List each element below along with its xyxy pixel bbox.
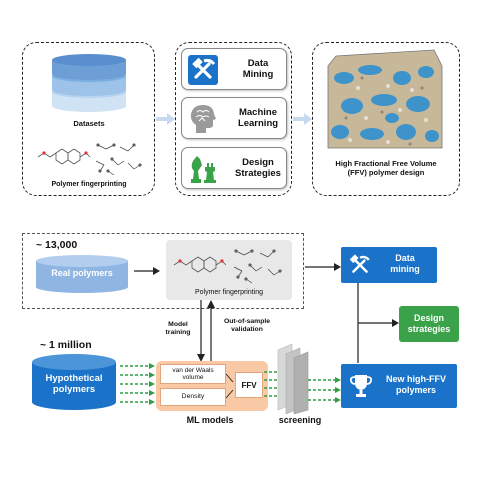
machine-learning-card-line1: Machine xyxy=(238,106,277,118)
database-stack-icon xyxy=(52,54,126,112)
polymer-molecule-image xyxy=(37,143,142,176)
hypothetical-polymers-label: Hypothetical polymers xyxy=(30,373,118,396)
flow-arrow xyxy=(156,113,175,125)
real-polymers-region xyxy=(22,233,304,309)
fingerprint-label: Polymer fingerprinting xyxy=(194,289,264,296)
oos-validation-line1: Out-of-sample xyxy=(223,318,271,325)
screening-label: screening xyxy=(278,415,322,425)
new-polymers-line2: polymers xyxy=(395,385,437,396)
oos-validation-line2: validation xyxy=(231,325,263,333)
training-validation-arrows xyxy=(197,300,215,362)
design-strategies-box-line2: strategies xyxy=(407,324,451,334)
method-panel xyxy=(175,42,292,196)
flow-arrow xyxy=(305,263,341,271)
flow-arrow xyxy=(293,113,312,125)
ffv-simulation-image xyxy=(327,49,443,149)
new-polymers-box: New high-FFV polymers xyxy=(341,364,457,408)
real-polymers-cylinder xyxy=(36,255,128,293)
ml-models-label: ML models xyxy=(186,415,234,425)
data-mining-box: Data mining xyxy=(341,247,437,283)
design-strategies-card-line1: Design xyxy=(242,156,274,168)
ffv-design-label-line1: High Fractional Free Volume xyxy=(335,159,437,168)
new-polymers-line1: New high-FFV xyxy=(386,374,446,384)
model-training-line1: Model xyxy=(168,321,188,328)
green-dashed-arrows-in xyxy=(120,363,155,405)
design-strategies-card-line2: Strategies xyxy=(235,168,281,179)
ffv-design-label-line2: (FFV) polymer design xyxy=(347,167,425,177)
hammer-pick-icon xyxy=(349,254,370,273)
model-training-line2: training xyxy=(165,328,191,336)
fingerprint-box xyxy=(166,240,292,300)
hypothetical-polymers-cylinder xyxy=(32,354,116,410)
real-count-label: ~ 13,000 xyxy=(36,239,78,251)
polymer-fingerprint-image xyxy=(173,249,282,284)
data-mining-card-line2: Mining xyxy=(242,69,274,80)
model-training-label: Model training xyxy=(158,321,198,337)
datasets-label: Datasets xyxy=(73,119,105,128)
machine-learning-card-line2: Learning xyxy=(237,118,279,129)
oos-validation-label: Out-of-sample validation xyxy=(216,318,278,334)
data-mining-box-line1: Data xyxy=(395,253,415,263)
data-mining-card-line1: Data xyxy=(247,57,269,69)
ffv-output-box: FFV xyxy=(235,372,263,398)
hypothetical-line1: Hypothetical xyxy=(45,373,103,384)
connector-lines xyxy=(357,283,399,363)
data-mining-box-line2: mining xyxy=(390,264,420,275)
ml-internal-arrows xyxy=(226,373,234,399)
flow-arrow xyxy=(134,267,160,275)
vdw-line1: van der Waals xyxy=(172,367,214,374)
real-polymers-label: Real polymers xyxy=(51,268,113,278)
hypothetical-line2: polymers xyxy=(52,383,96,395)
vdw-line2: volume xyxy=(182,374,204,382)
trophy-icon xyxy=(349,375,373,397)
hypo-count-label: ~ 1 million xyxy=(40,339,92,351)
green-dashed-arrows-out xyxy=(308,377,341,403)
chess-icon xyxy=(191,156,216,183)
design-strategies-box-line1: Design xyxy=(413,312,444,323)
top-fingerprint-label: Polymer fingerprinting xyxy=(51,181,127,188)
screening-filter-icon xyxy=(264,343,309,414)
density-label: Density xyxy=(181,393,205,400)
vdw-volume-box: van der Waals volume xyxy=(160,364,226,384)
brain-head-icon xyxy=(190,105,216,133)
ffv-output-label: FFV xyxy=(241,381,257,390)
hammer-pick-icon xyxy=(188,55,218,85)
ffv-panel xyxy=(312,42,460,196)
ffv-design-label: High Fractional Free Volume (FFV) polyme… xyxy=(314,159,458,177)
datasets-panel xyxy=(22,42,155,196)
density-box: Density xyxy=(160,388,226,406)
